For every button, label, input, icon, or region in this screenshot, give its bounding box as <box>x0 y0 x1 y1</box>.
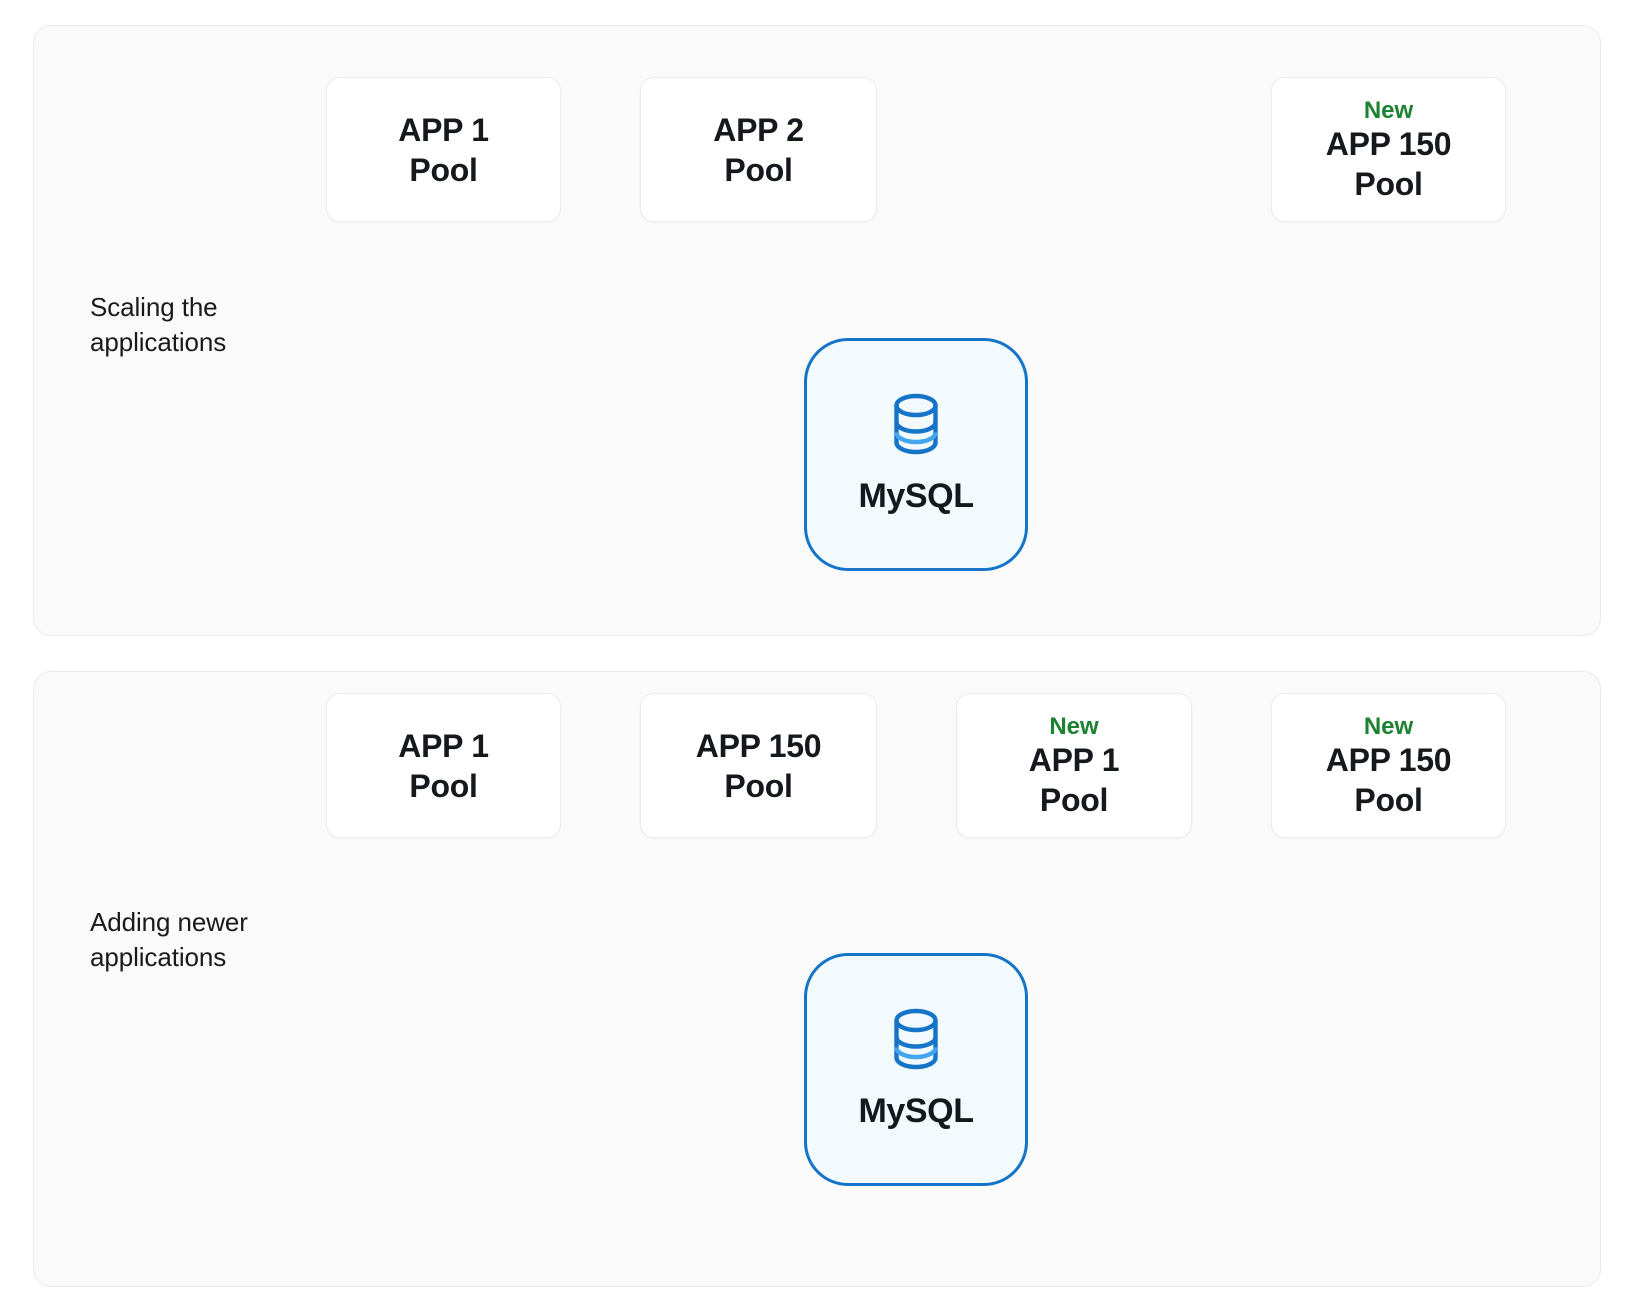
node-bot-new-app-150[interactable]: New APP 150 Pool <box>1271 693 1506 838</box>
node-bot-app-150[interactable]: APP 150 Pool <box>640 693 877 838</box>
node-bot-new-app-150-title: APP 150 <box>1325 741 1452 778</box>
database-icon <box>887 1007 945 1076</box>
node-top-app-150[interactable]: New APP 150 Pool <box>1271 77 1506 222</box>
node-bot-new-app-1-title: APP 1 <box>1028 741 1120 778</box>
node-bot-app-1[interactable]: APP 1 Pool <box>326 693 561 838</box>
badge-new-top-app-150: New <box>1363 96 1414 124</box>
node-bot-new-app-150-subtitle: Pool <box>1354 781 1423 818</box>
node-top-app-2[interactable]: APP 2 Pool <box>640 77 877 222</box>
badge-new-bot-app-1: New <box>1049 712 1099 740</box>
node-bot-new-app-1[interactable]: New APP 1 Pool <box>956 693 1192 838</box>
node-bot-app-1-title: APP 1 <box>398 727 489 764</box>
node-top-app-1-subtitle: Pool <box>409 151 478 188</box>
node-bot-mysql-label: MySQL <box>858 1092 974 1130</box>
node-top-mysql-label: MySQL <box>858 477 974 515</box>
node-bot-mysql[interactable]: MySQL <box>804 953 1028 1186</box>
node-bot-app-150-title: APP 150 <box>695 727 822 764</box>
panel-adding-caption: Adding newer applications <box>90 907 248 972</box>
node-bot-new-app-1-subtitle: Pool <box>1039 781 1109 818</box>
node-top-app-150-subtitle: Pool <box>1354 165 1423 202</box>
node-bot-app-150-subtitle: Pool <box>724 767 793 804</box>
database-icon <box>887 392 945 461</box>
node-top-mysql[interactable]: MySQL <box>804 338 1028 571</box>
badge-new-bot-app-150: New <box>1363 712 1414 740</box>
panel-scaling-caption: Scaling the applications <box>90 292 227 357</box>
node-top-app-1[interactable]: APP 1 Pool <box>326 77 561 222</box>
node-bot-app-1-subtitle: Pool <box>409 767 478 804</box>
node-top-app-1-title: APP 1 <box>398 111 489 148</box>
node-top-app-2-title: APP 2 <box>713 111 804 148</box>
node-top-app-150-title: APP 150 <box>1325 125 1452 162</box>
node-top-app-2-subtitle: Pool <box>724 151 793 188</box>
